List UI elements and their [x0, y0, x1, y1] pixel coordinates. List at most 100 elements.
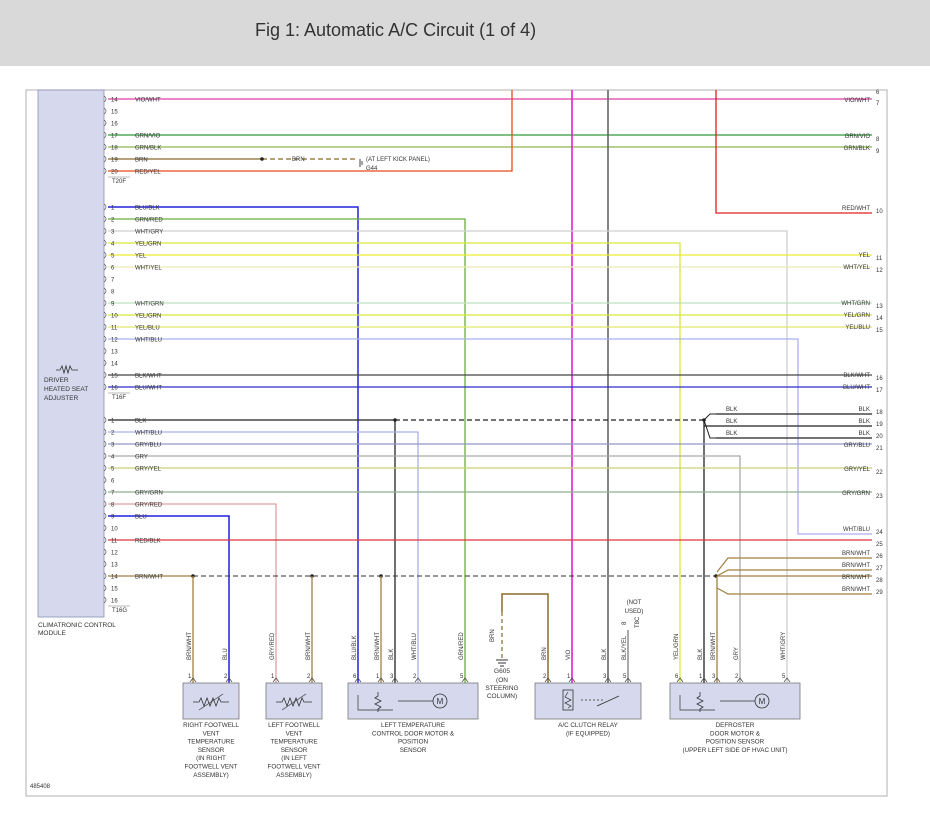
connector-bracket: [103, 440, 107, 448]
wire-blk-branch: [703, 419, 716, 439]
connector-bracket: [103, 131, 107, 139]
right-wire-label: YEL/GRN: [844, 313, 870, 319]
pin-number: 11: [111, 538, 118, 544]
component-wire-label: BLU/BLK: [352, 635, 358, 660]
connector-bracket: [103, 452, 107, 460]
component-label: ASSEMBLY): [193, 772, 229, 779]
component-wire-label: BRN/WHT: [187, 632, 193, 660]
pin-number: 1: [188, 674, 192, 680]
component-label: A/C CLUTCH RELAY: [558, 722, 619, 729]
connector-bracket: [103, 347, 107, 355]
component-wire-label: BRN/WHT: [711, 632, 717, 660]
connector-arrow: [354, 677, 362, 683]
connector-bracket: [103, 512, 107, 520]
pin-number: 2: [111, 430, 115, 436]
right-pin-number: 9: [876, 149, 880, 155]
component-wire-label: BLK: [602, 649, 608, 660]
pin-number: 5: [782, 674, 786, 680]
right-wire-label: BLK: [859, 407, 870, 413]
right-pin-number: 20: [876, 434, 883, 440]
right-pin-number: 21: [876, 446, 883, 452]
pin-number: 4: [111, 454, 115, 460]
pin-number: 15: [111, 373, 118, 379]
connector-bracket: [103, 107, 107, 115]
connector-bracket: [103, 251, 107, 259]
right-wire-label: GRN/BLK: [844, 146, 870, 152]
wire-label: GRY/RED: [135, 502, 163, 508]
pin-number: 13: [111, 562, 118, 568]
ground-splice: [260, 157, 264, 161]
wire-label: WHT/YEL: [135, 265, 162, 271]
wire-label: BLU: [135, 514, 147, 520]
component-wire-label: BRN: [542, 647, 548, 660]
pin-number: 15: [111, 586, 118, 592]
wire-blu: [108, 515, 230, 683]
component-wire-label: BLK/YEL: [622, 635, 628, 660]
wire-label: BLK/WHT: [135, 373, 162, 379]
pin-number: 6: [353, 674, 357, 680]
pin-number: 2: [735, 674, 739, 680]
relay-coil: [562, 689, 574, 711]
inline-wire-label: BLK: [726, 431, 737, 437]
pin-number: 1: [567, 674, 571, 680]
wire-label: VIO/WHT: [135, 97, 161, 103]
module-label: MODULE: [38, 630, 66, 637]
component-wire-label: GRY/RED: [270, 632, 276, 660]
thermistor-arrow: [281, 693, 307, 711]
connector-arrow: [225, 677, 233, 683]
component-label: VENT: [203, 730, 220, 737]
pin-number: 2: [413, 674, 417, 680]
pin-number: 2: [307, 674, 311, 680]
pin-number: 10: [111, 313, 118, 319]
figure-header: Fig 1: Automatic A/C Circuit (1 of 4): [0, 0, 930, 66]
ground-note: COLUMN): [487, 693, 517, 700]
connector-bracket: [103, 335, 107, 343]
pin-number: 3: [390, 674, 394, 680]
component-label: SENSOR: [400, 747, 427, 754]
wire-label: WHT/BLU: [135, 337, 162, 343]
wire-label: GRY/YEL: [135, 466, 162, 472]
right-pin-number: 23: [876, 494, 883, 500]
right-pin-number: 27: [876, 566, 883, 572]
component-wire-label: GRY: [734, 647, 740, 660]
connector-arrow: [461, 677, 469, 683]
connector-bracket: [103, 572, 107, 580]
connector-bracket: [103, 263, 107, 271]
connector-bracket: [103, 287, 107, 295]
wire-layer: [56, 90, 872, 720]
wire-wht-gry: [108, 230, 788, 683]
component-label: DOOR MOTOR &: [710, 730, 761, 737]
right-wire-label: RED/WHT: [842, 206, 870, 212]
component-label: LEFT FOOTWELL: [268, 722, 320, 729]
connector-arrow: [391, 677, 399, 683]
component-label: SENSOR: [198, 747, 225, 754]
pin-number: 3: [111, 442, 115, 448]
connector-bracket: [103, 428, 107, 436]
component-wire-label: BRN/WHT: [306, 632, 312, 660]
pin-number: 5: [623, 674, 627, 680]
pin-number: 18: [111, 145, 118, 151]
connector-bracket: [103, 299, 107, 307]
component-box: [534, 682, 642, 720]
connector-bracket: [103, 548, 107, 556]
ground-name: G605: [494, 668, 510, 675]
connector-bracket: [103, 524, 107, 532]
component-box: [265, 682, 323, 720]
component-label: VENT: [286, 730, 303, 737]
connector-arrow: [377, 677, 385, 683]
wire-brn-wht-27: [716, 569, 872, 577]
ground-symbol: [359, 159, 363, 167]
right-wire-label: GRY/GRN: [842, 491, 870, 497]
pin-number: 2: [111, 217, 115, 223]
pin-number: 8: [111, 502, 115, 508]
right-pin-number: 11: [876, 256, 883, 262]
wire-brn-relay: [501, 593, 549, 683]
wire-label: GRN/VIO: [135, 133, 161, 139]
connector-bracket: [103, 464, 107, 472]
pin-number: 3: [603, 674, 607, 680]
wire-label: GRY/BLU: [135, 442, 161, 448]
ground-note: STEERING: [485, 685, 518, 692]
pin-number: 3: [712, 674, 716, 680]
thermistor-symbol: [193, 696, 229, 708]
adjuster-resistor-symbol: [56, 364, 78, 375]
